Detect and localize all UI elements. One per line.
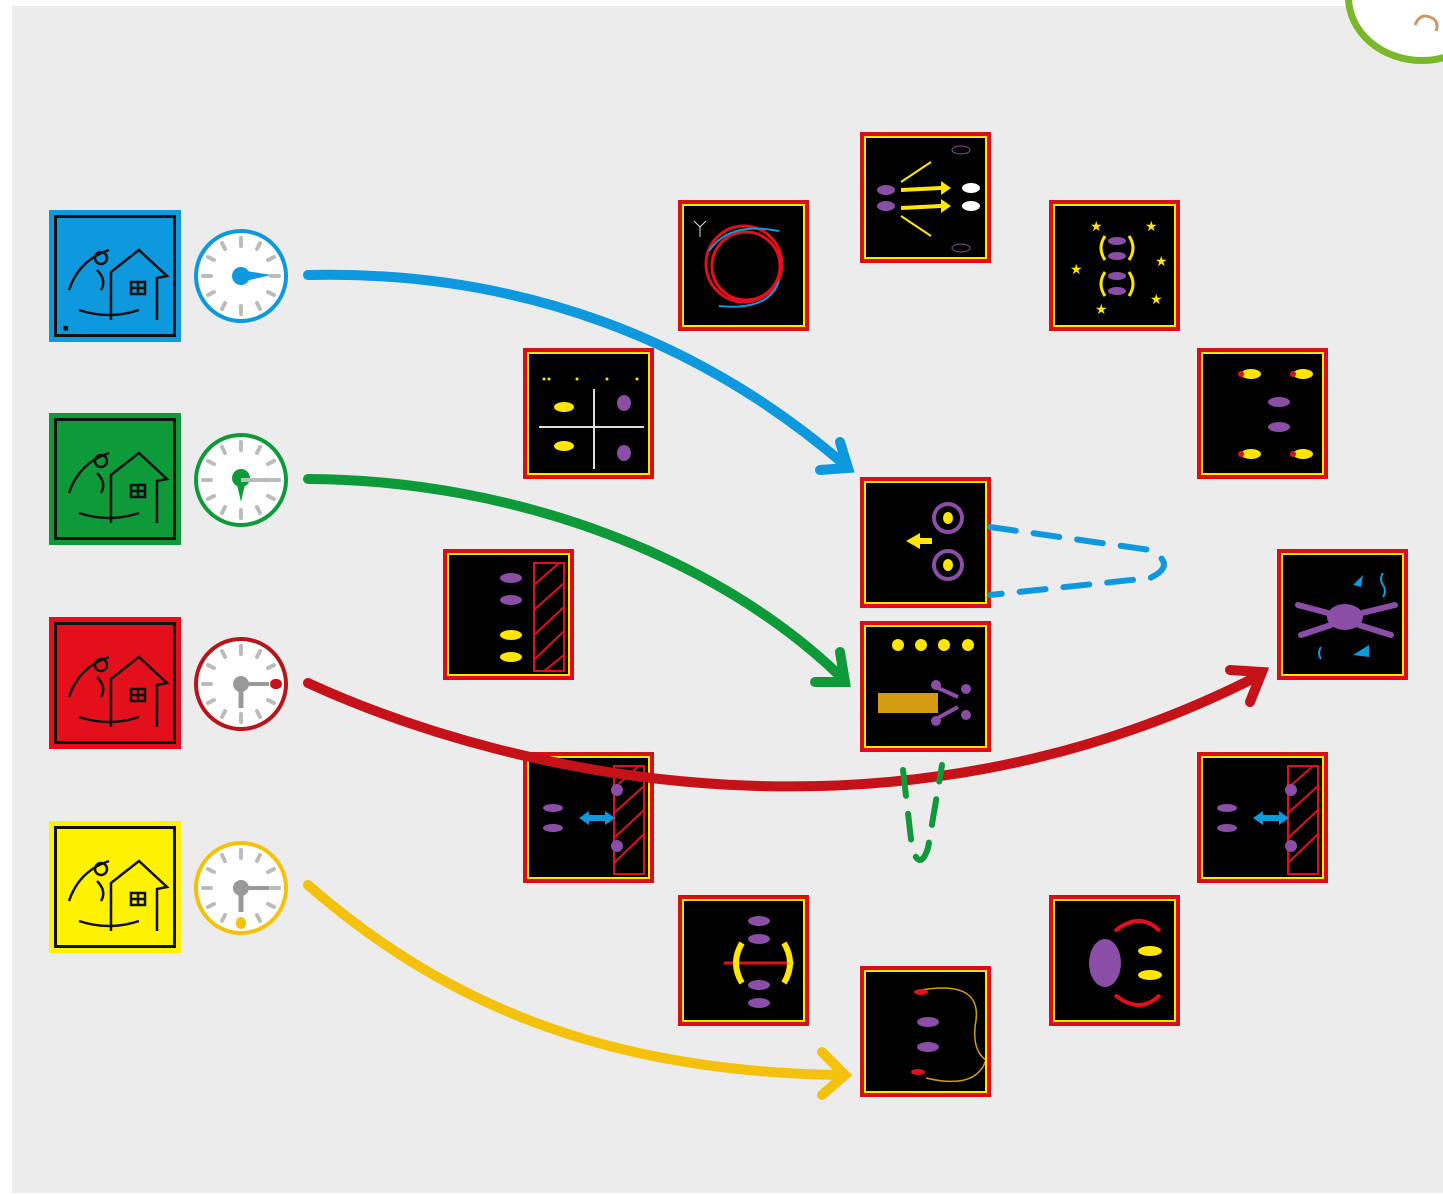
- stars-icon: ★ ★ ★ ★ ★ ★: [1070, 219, 1168, 318]
- tile-frame: [54, 215, 176, 337]
- swing-icon: [724, 916, 794, 1008]
- svg-text:★: ★: [1090, 219, 1103, 235]
- wall-icon: [500, 562, 565, 672]
- svg-text:★: ★: [1095, 302, 1108, 318]
- log-icon: [878, 639, 974, 726]
- dashed-blue-path: [987, 524, 1167, 598]
- push-wall-icon: [543, 765, 645, 875]
- path-red: [303, 670, 1265, 792]
- arrowhead-red: [1225, 665, 1270, 707]
- card-hoops[interactable]: [678, 200, 809, 331]
- hoops-icon: [693, 220, 784, 308]
- rotate-icon: [1089, 919, 1162, 1007]
- card-octopus[interactable]: [1277, 549, 1408, 680]
- card-blob-rotate[interactable]: [1049, 895, 1180, 1026]
- card-rockets[interactable]: [1197, 348, 1328, 479]
- card-log-pose[interactable]: [860, 621, 991, 752]
- house-icon: [67, 655, 170, 727]
- svg-text:★: ★: [1070, 262, 1083, 278]
- house-icon: [67, 451, 170, 523]
- arrows-feet-icon: [877, 145, 980, 253]
- svg-text:★: ★: [1150, 292, 1163, 308]
- house-tile-green[interactable]: [49, 413, 181, 545]
- clock-icon-red: [194, 637, 288, 731]
- card-loop-feet[interactable]: [860, 966, 991, 1097]
- arrowhead-yellow: [817, 1047, 853, 1100]
- house-tile-blue[interactable]: ◼: [49, 210, 181, 342]
- card-push-wall-2[interactable]: [1197, 752, 1328, 883]
- dashed-green-path: [900, 762, 945, 863]
- card-stars[interactable]: ★ ★ ★ ★ ★ ★: [1049, 200, 1180, 331]
- card-grid[interactable]: [523, 348, 654, 479]
- rocket-icon: [1238, 369, 1313, 459]
- loop-icon: [911, 987, 985, 1083]
- push-wall-icon: [1217, 765, 1319, 875]
- house-tile-yellow[interactable]: [49, 821, 181, 953]
- svg-text:◼: ◼: [63, 324, 69, 332]
- house-tile-red[interactable]: [49, 617, 181, 749]
- path-yellow: [303, 880, 847, 1080]
- path-blue: [303, 269, 850, 470]
- arrowhead-green: [810, 647, 851, 687]
- house-icon: ◼: [63, 248, 170, 332]
- card-wall-feet[interactable]: [443, 549, 574, 680]
- card-swing[interactable]: [678, 895, 809, 1026]
- house-icon: [67, 859, 170, 931]
- svg-text:★: ★: [1155, 254, 1168, 270]
- card-arrows-feet[interactable]: [860, 132, 991, 263]
- card-purple-rings[interactable]: [860, 477, 991, 608]
- arrowhead-blue: [815, 437, 855, 475]
- grid-icon: [539, 377, 644, 469]
- clock-icon-green: [194, 433, 288, 527]
- tile-frame: [54, 622, 176, 744]
- clock-icon-yellow: [194, 841, 288, 935]
- tile-frame: [54, 418, 176, 540]
- tile-frame: [54, 826, 176, 948]
- svg-text:★: ★: [1145, 219, 1158, 235]
- hand-icon: [1413, 14, 1439, 32]
- octopus-icon: [1295, 572, 1398, 660]
- clock-icon-blue: [194, 229, 288, 323]
- rings-icon: [906, 502, 964, 581]
- path-green: [303, 474, 845, 681]
